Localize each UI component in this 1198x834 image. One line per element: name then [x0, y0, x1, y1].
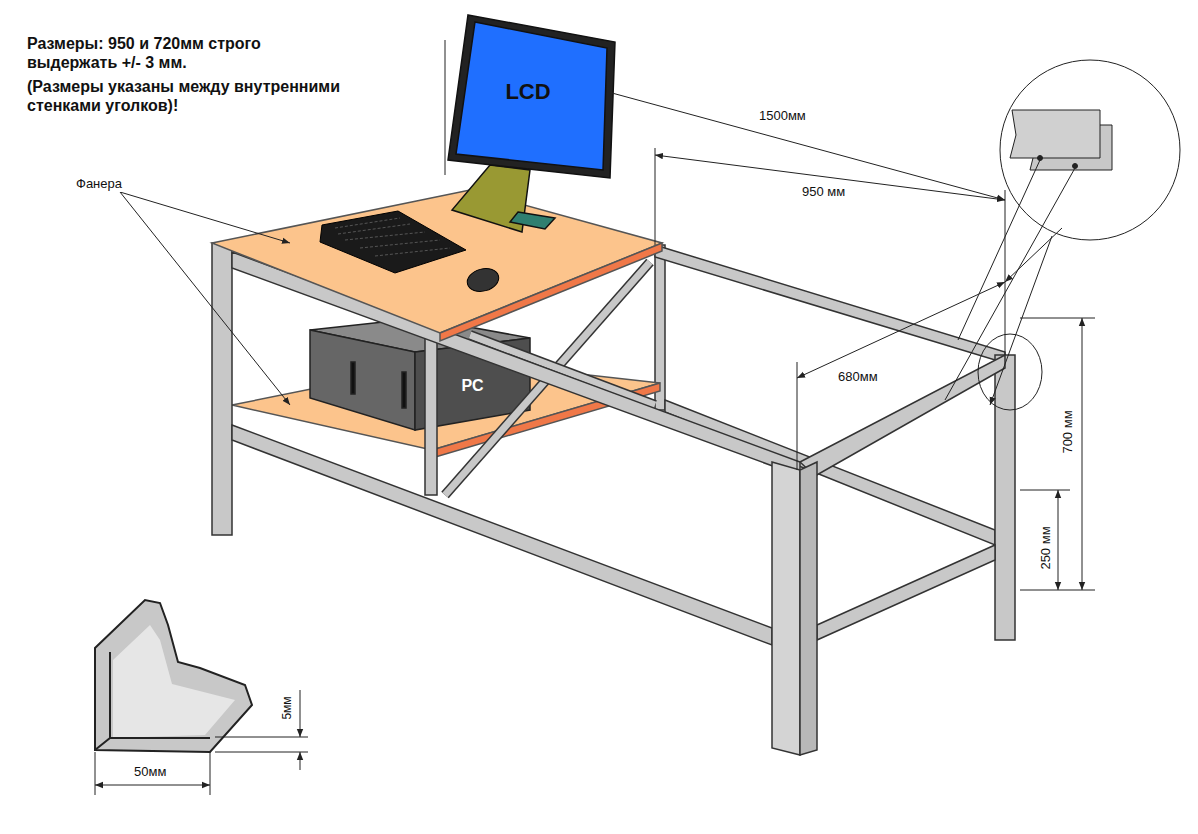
profile-dimensions — [300, 752, 301, 770]
tolerance-note: (Размеры указаны между внутренними стенк… — [27, 77, 407, 115]
dimension-lines — [1020, 490, 1070, 491]
dimension-lines — [655, 155, 1005, 200]
top-plywood — [440, 243, 662, 341]
pc-case-label: PC — [457, 375, 488, 397]
keyboard — [320, 211, 466, 273]
lcd-screen-label: LCD — [501, 77, 555, 107]
mouse — [465, 265, 502, 295]
detail-callout — [945, 60, 1180, 410]
front-frame — [772, 462, 800, 755]
detail-callout — [1073, 164, 1078, 169]
dimension-label: 950 мм — [800, 184, 847, 200]
dimension-lines — [1005, 190, 1006, 355]
pc-case-drawing — [402, 372, 406, 408]
profile-dimensions — [95, 785, 210, 786]
profile-dimensions — [215, 737, 308, 738]
front-frame — [425, 338, 437, 495]
front-frame — [817, 545, 995, 640]
front-frame — [212, 243, 232, 535]
profile-dimensions — [95, 690, 308, 795]
dimension-lines — [120, 192, 290, 243]
dimension-label: 700 мм — [1060, 408, 1076, 455]
monitor — [456, 22, 607, 170]
monitor — [510, 212, 555, 229]
pc-case-drawing — [310, 330, 415, 430]
front-frame — [800, 462, 817, 755]
angle-profile — [113, 625, 235, 738]
back-frame — [655, 245, 1005, 363]
dimension-lines — [1082, 318, 1083, 590]
detail-callout — [990, 236, 1052, 405]
monitor — [448, 15, 615, 178]
tolerance-note: Размеры: 950 и 720мм строго выдержать +/… — [27, 34, 317, 72]
angle-profile — [95, 600, 252, 752]
dimension-label: 250 мм — [1038, 524, 1054, 571]
dimension-label: 5мм — [280, 694, 294, 721]
dimension-lines — [120, 192, 290, 405]
detail-callout — [958, 160, 1040, 340]
back-frame — [665, 400, 995, 545]
dimension-lines — [1058, 490, 1059, 590]
back-frame — [655, 245, 1005, 545]
front-frame — [232, 425, 772, 645]
dimension-label: 50мм — [132, 764, 168, 780]
dimension-lines — [445, 40, 446, 175]
detail-callout — [945, 168, 1075, 400]
dimension-label: 1500мм — [757, 108, 808, 124]
detail-callout — [1000, 60, 1180, 240]
monitor — [448, 15, 615, 232]
part-name: Фанера — [74, 176, 124, 192]
dimension-lines — [797, 282, 1005, 378]
detail-callout — [1010, 110, 1100, 158]
profile-dimensions — [300, 690, 301, 737]
top-plywood — [212, 190, 662, 341]
cross-brace — [470, 335, 655, 405]
dimension-lines — [612, 93, 1005, 200]
cross-brace — [470, 335, 655, 405]
dimension-lines — [655, 148, 656, 245]
dimension-lines — [120, 40, 1095, 590]
profile-dimensions — [210, 752, 211, 795]
front-frame — [800, 355, 1005, 476]
angle-profile — [95, 652, 210, 750]
detail-callout — [1005, 228, 1062, 282]
front-frame — [212, 243, 1015, 755]
dimension-lines — [1020, 318, 1095, 319]
pc-case-drawing — [351, 362, 355, 394]
profile-dimensions — [215, 752, 308, 753]
node-text: LCD — [505, 79, 550, 105]
detail-callout — [1038, 156, 1043, 161]
node-text: PC — [461, 377, 483, 395]
top-plywood — [212, 190, 662, 333]
keyboard — [320, 211, 466, 273]
profile-dimensions — [95, 752, 96, 795]
detail-callout — [978, 334, 1042, 410]
angle-profile — [95, 600, 252, 752]
keyboard — [335, 218, 450, 256]
dimension-label: 680мм — [836, 369, 880, 385]
front-frame — [995, 355, 1015, 640]
